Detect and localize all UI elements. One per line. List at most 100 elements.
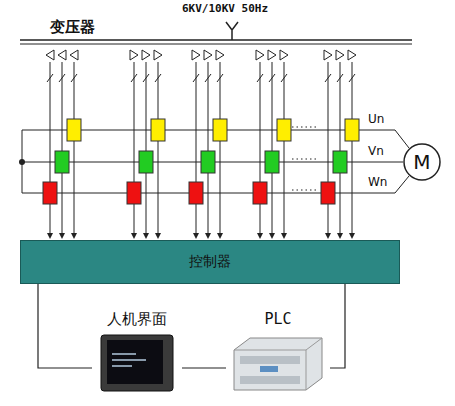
arrow-head — [349, 233, 355, 239]
phase-label: Un — [368, 112, 384, 126]
control-line — [220, 141, 221, 236]
power-cell — [253, 182, 267, 204]
controller-box: 控制器 — [20, 240, 400, 284]
power-cell — [43, 182, 57, 204]
power-cell — [55, 151, 69, 173]
feed-line — [284, 62, 285, 119]
hmi-device — [99, 333, 175, 395]
signal-link — [330, 284, 345, 368]
arrow-head — [155, 233, 161, 239]
switch-tick — [205, 74, 211, 82]
power-cell — [333, 151, 347, 173]
switch-tick — [325, 74, 331, 82]
winding-triangle — [280, 50, 288, 60]
control-line — [50, 204, 51, 236]
feed-line — [352, 62, 353, 119]
phase-label: Vn — [368, 144, 384, 158]
switch-tick — [269, 74, 275, 82]
arrow-head — [47, 233, 53, 239]
wye-symbol — [226, 22, 238, 40]
power-cell — [127, 182, 141, 204]
signal-link — [182, 367, 226, 368]
power-cell — [213, 119, 227, 141]
power-cell — [201, 151, 215, 173]
winding-triangle — [336, 50, 344, 60]
arrow-head — [193, 233, 199, 239]
phase-label: Wn — [368, 175, 387, 189]
arrow-head — [337, 233, 343, 239]
winding-triangle — [204, 50, 212, 60]
supply-label: 6KV/10KV 50Hz — [182, 2, 268, 15]
arrow-head — [217, 233, 223, 239]
switch-tick — [193, 74, 199, 82]
node-text: 人机界面 — [107, 310, 167, 329]
winding-triangle — [142, 50, 150, 60]
control-line — [272, 173, 273, 236]
plc-unit: PLC — [226, 310, 330, 402]
winding-triangle — [130, 50, 138, 60]
feed-line — [74, 62, 75, 119]
control-line — [260, 204, 261, 236]
power-cell — [139, 151, 153, 173]
switch-tick — [155, 74, 161, 82]
control-line — [208, 173, 209, 236]
arrow-head — [205, 233, 211, 239]
winding-triangle — [216, 50, 224, 60]
power-cell — [67, 119, 81, 141]
power-cell — [151, 119, 165, 141]
ellipsis-dots — [292, 159, 318, 160]
ellipsis-dots — [292, 190, 318, 191]
control-line — [328, 204, 329, 236]
switch-tick — [217, 74, 223, 82]
feed-line — [220, 62, 221, 119]
feed-line — [328, 62, 329, 182]
plc-device — [230, 332, 326, 394]
feed-line — [272, 62, 273, 151]
switch-tick — [47, 74, 53, 82]
winding-triangle — [268, 50, 276, 60]
switch-tick — [131, 74, 137, 82]
feed-line — [196, 62, 197, 182]
bus-line — [20, 39, 412, 41]
feed-line — [208, 62, 209, 151]
switch-tick — [281, 74, 287, 82]
control-line — [284, 141, 285, 236]
arrow-head — [143, 233, 149, 239]
power-cell — [277, 119, 291, 141]
winding-triangle — [256, 50, 264, 60]
feed-line — [260, 62, 261, 182]
arrow-head — [71, 233, 77, 239]
hmi-panel: 人机界面 — [92, 310, 182, 402]
arrow-head — [281, 233, 287, 239]
signal-link — [38, 284, 92, 368]
control-line — [146, 173, 147, 236]
switch-tick — [337, 74, 343, 82]
transformer-label: 变压器 — [50, 18, 95, 37]
switch-tick — [257, 74, 263, 82]
winding-triangle — [154, 50, 162, 60]
winding-triangle — [70, 50, 78, 60]
bus-line — [20, 44, 412, 45]
power-cell — [345, 119, 359, 141]
node-text: 控制器 — [189, 253, 231, 271]
arrow-head — [59, 233, 65, 239]
switch-tick — [71, 74, 77, 82]
winding-triangle — [192, 50, 200, 60]
ellipsis-dots — [292, 127, 318, 128]
feed-line — [50, 62, 51, 182]
control-line — [158, 141, 159, 236]
switch-tick — [59, 74, 65, 82]
switch-tick — [143, 74, 149, 82]
feed-line — [62, 62, 63, 151]
feed-line — [158, 62, 159, 119]
arrow-head — [269, 233, 275, 239]
power-cell — [265, 151, 279, 173]
switch-tick — [349, 74, 355, 82]
winding-triangle — [58, 50, 66, 60]
arrow-head — [257, 233, 263, 239]
winding-triangle — [324, 50, 332, 60]
feed-line — [340, 62, 341, 151]
arrow-head — [131, 233, 137, 239]
